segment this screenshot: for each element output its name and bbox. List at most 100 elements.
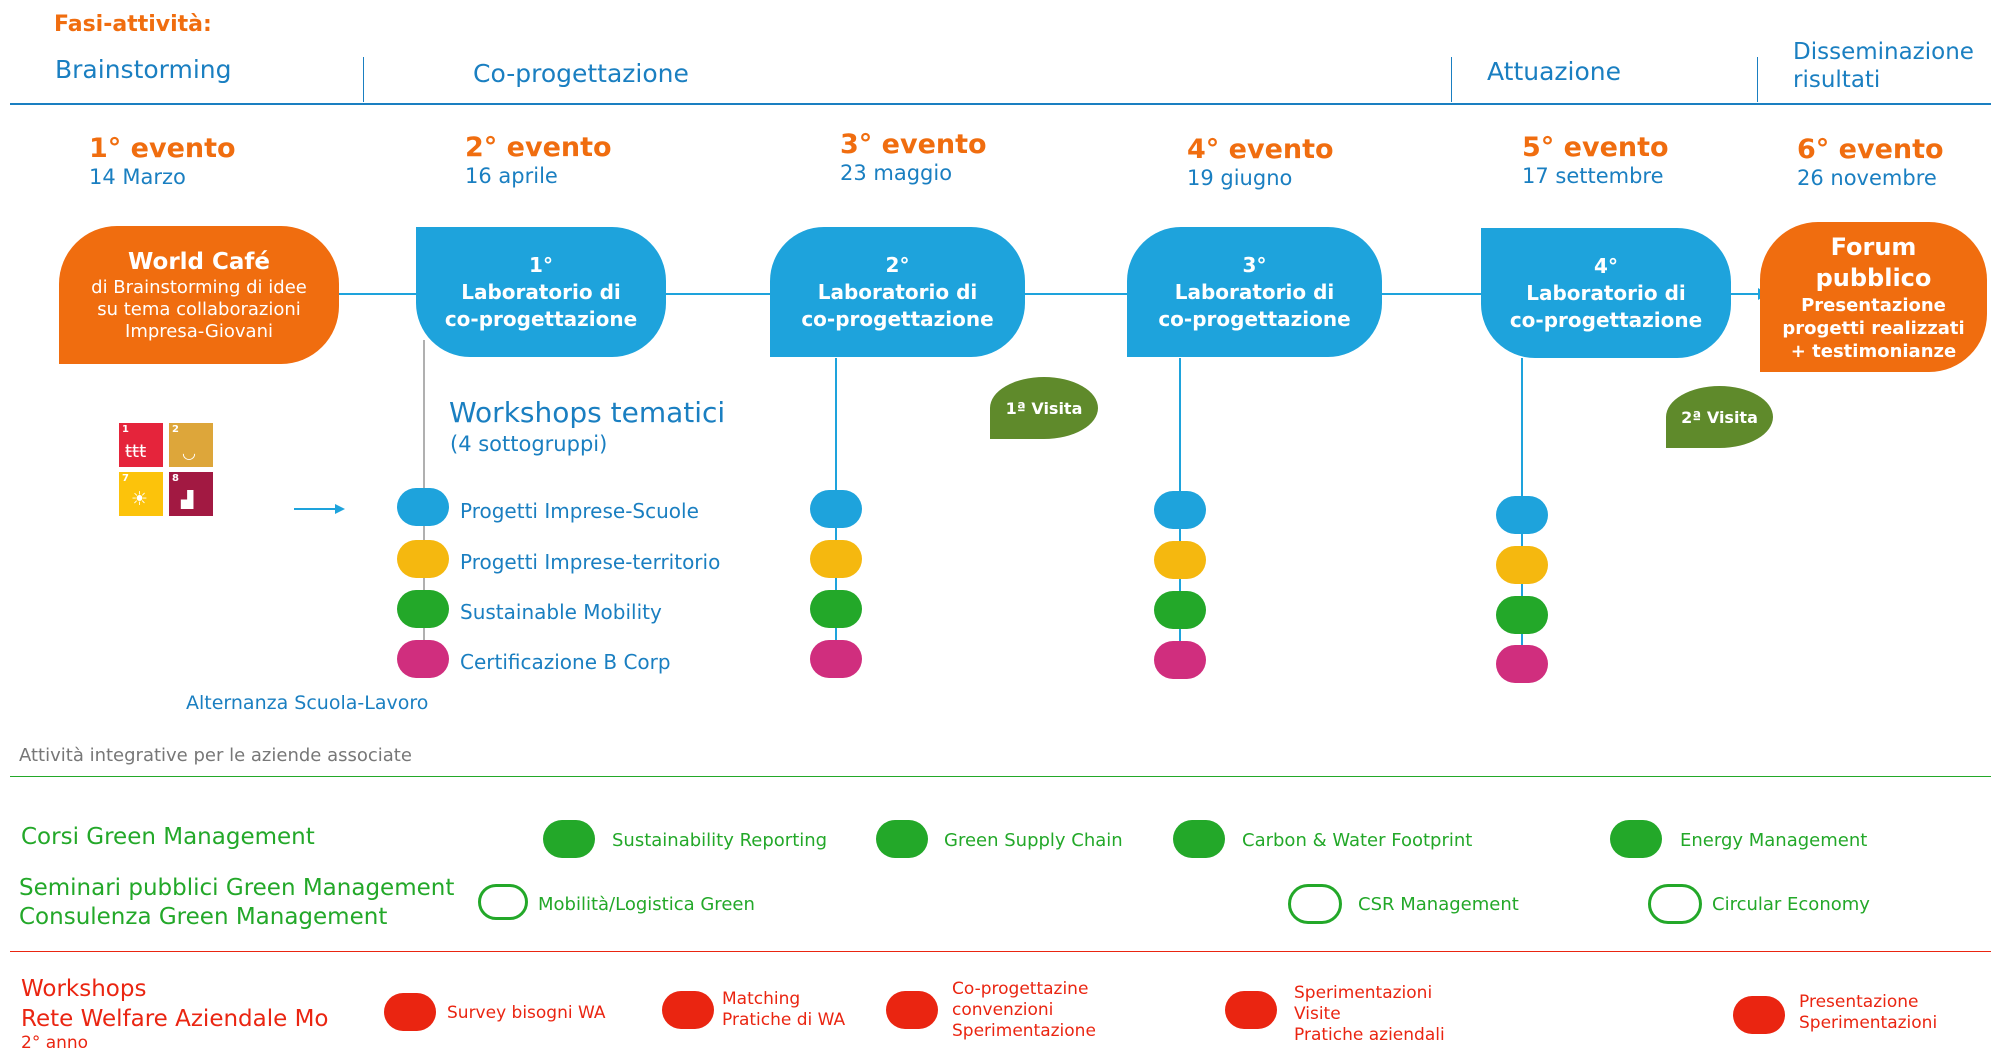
pill-yellow: [810, 540, 862, 578]
workshop-item-label: Certificazione B Corp: [460, 650, 671, 674]
lab-line: Laboratorio di: [1174, 279, 1335, 304]
sdg-number: 2: [172, 424, 179, 435]
pill-magenta: [1154, 641, 1206, 679]
red-divider: [10, 951, 1991, 952]
phases-label: Fasi-attività:: [54, 12, 212, 37]
world-cafe-title: World Café: [127, 248, 271, 275]
event-date: 14 Marzo: [89, 165, 186, 189]
event-date: 23 maggio: [840, 161, 953, 185]
lab-line: co-progettazione: [444, 306, 638, 331]
sdg-number: 1: [122, 424, 129, 435]
world-cafe-line: di Brainstorming di idee: [91, 276, 307, 298]
sdg-tile-2: 2 ◡: [169, 423, 213, 467]
welfare-item-label: Survey bisogni WA: [447, 1003, 606, 1023]
seminari-item-label: Mobilità/Logistica Green: [538, 894, 755, 915]
visit-badge-1: 1ª Visita: [990, 377, 1098, 439]
workshop-item-label: Sustainable Mobility: [460, 600, 662, 624]
sdg-tile-1: 1 ŧŧŧ: [119, 423, 163, 467]
welfare-item-line: Presentazione: [1799, 992, 1919, 1012]
sdg-number: 7: [122, 473, 129, 484]
sun-icon: ☀: [131, 488, 149, 510]
lab-bubble-1: 1° Laboratorio di co-progettazione: [416, 227, 666, 357]
event-title: 2° evento: [465, 132, 612, 163]
lab-line: Laboratorio di: [817, 279, 978, 304]
alternanza-label: Alternanza Scuola-Lavoro: [186, 692, 429, 714]
welfare-item-label: Sperimentazioni Visite Pratiche aziendal…: [1294, 983, 1445, 1046]
visit-badge-2: 2ª Visita: [1666, 386, 1773, 448]
welfare-item-line: Matching: [722, 989, 801, 1009]
pill-blue: [397, 488, 449, 526]
pill-green: [810, 590, 862, 628]
welfare-item-line: Visite: [1294, 1004, 1341, 1024]
corsi-item-label: Carbon & Water Footprint: [1242, 830, 1473, 851]
green-outline-pill: [1648, 884, 1702, 924]
pill-green: [1496, 596, 1548, 634]
event-title: 5° evento: [1522, 132, 1669, 163]
event-4: 4° evento 19 giugno: [1187, 135, 1334, 191]
lab-line: Laboratorio di: [1526, 280, 1686, 305]
phase-divider: [1757, 57, 1758, 102]
forum-line: + testimonianze: [1790, 340, 1957, 362]
pill-yellow: [397, 540, 449, 578]
event-date: 17 settembre: [1522, 164, 1664, 188]
red-pill: [886, 991, 938, 1029]
corsi-item-label: Sustainability Reporting: [612, 830, 828, 851]
consulenza-label: Consulenza Green Management: [19, 904, 388, 930]
lab-line: co-progettazione: [1509, 307, 1703, 332]
welfare-label-line2: Rete Welfare Aziendale Mo: [21, 1006, 329, 1032]
green-pill: [543, 820, 595, 858]
phase-brainstorming: Brainstorming: [55, 55, 232, 84]
integrative-label: Attività integrative per le aziende asso…: [19, 745, 412, 766]
corsi-item-label: Energy Management: [1680, 830, 1868, 851]
red-pill: [384, 993, 436, 1031]
header-rule: [10, 103, 1991, 105]
pill-blue: [1154, 491, 1206, 529]
welfare-label-line1: Workshops: [21, 976, 147, 1002]
event-date: 16 aprile: [465, 164, 558, 188]
lab-number: 1°: [529, 252, 553, 277]
green-outline-pill: [478, 884, 528, 920]
pill-blue: [810, 490, 862, 528]
welfare-label: Workshops Rete Welfare Aziendale Mo 2° a…: [21, 974, 329, 1052]
event-5: 5° evento 17 settembre: [1522, 133, 1669, 189]
event-3: 3° evento 23 maggio: [840, 130, 987, 186]
workshops-title: Workshops tematici: [449, 396, 726, 429]
lab-line: co-progettazione: [1158, 306, 1351, 331]
welfare-item-line: Sperimentazioni: [1799, 1013, 1938, 1033]
green-divider: [10, 776, 1991, 777]
welfare-item-label: Presentazione Sperimentazioni: [1799, 992, 1937, 1034]
green-pill: [1610, 820, 1662, 858]
world-cafe-bubble: World Café di Brainstorming di idee su t…: [59, 226, 339, 364]
people-icon: ŧŧŧ: [125, 441, 147, 462]
sdg-tile-8: 8 ▟: [169, 472, 213, 516]
phase-disseminazione-line1: Disseminazione: [1793, 39, 1974, 65]
welfare-item-line: Co-progettazine: [952, 979, 1089, 999]
event-date: 26 novembre: [1797, 166, 1937, 190]
green-outline-pill: [1288, 884, 1342, 924]
event-title: 4° evento: [1187, 134, 1334, 165]
event-title: 1° evento: [89, 133, 236, 164]
pill-green: [397, 590, 449, 628]
forum-bubble: Forum pubblico Presentazione progetti re…: [1760, 222, 1987, 372]
welfare-item-line: Sperimentazioni: [1294, 983, 1433, 1003]
workshop-item-label: Progetti Imprese-Scuole: [460, 499, 699, 523]
bowl-icon: ◡: [182, 443, 196, 462]
forum-title: Forum: [1830, 232, 1917, 261]
phase-attuazione: Attuazione: [1487, 57, 1622, 86]
event-6: 6° evento 26 novembre: [1797, 135, 1944, 191]
event-title: 3° evento: [840, 129, 987, 160]
pill-magenta: [1496, 645, 1548, 683]
growth-chart-icon: ▟: [181, 490, 194, 509]
corsi-label: Corsi Green Management: [21, 824, 315, 850]
lab-line: co-progettazione: [801, 306, 994, 331]
event-2: 2° evento 16 aprile: [465, 133, 612, 189]
green-pill: [876, 820, 928, 858]
pill-blue: [1496, 496, 1548, 534]
welfare-label-line3: 2° anno: [21, 1033, 89, 1053]
pill-green: [1154, 591, 1206, 629]
welfare-item-line: Pratiche aziendali: [1294, 1025, 1445, 1045]
lab-line: Laboratorio di: [461, 279, 621, 304]
lab-number: 4°: [1594, 253, 1618, 278]
forum-line: progetti realizzati: [1782, 317, 1965, 339]
seminari-label: Seminari pubblici Green Management: [19, 875, 455, 901]
